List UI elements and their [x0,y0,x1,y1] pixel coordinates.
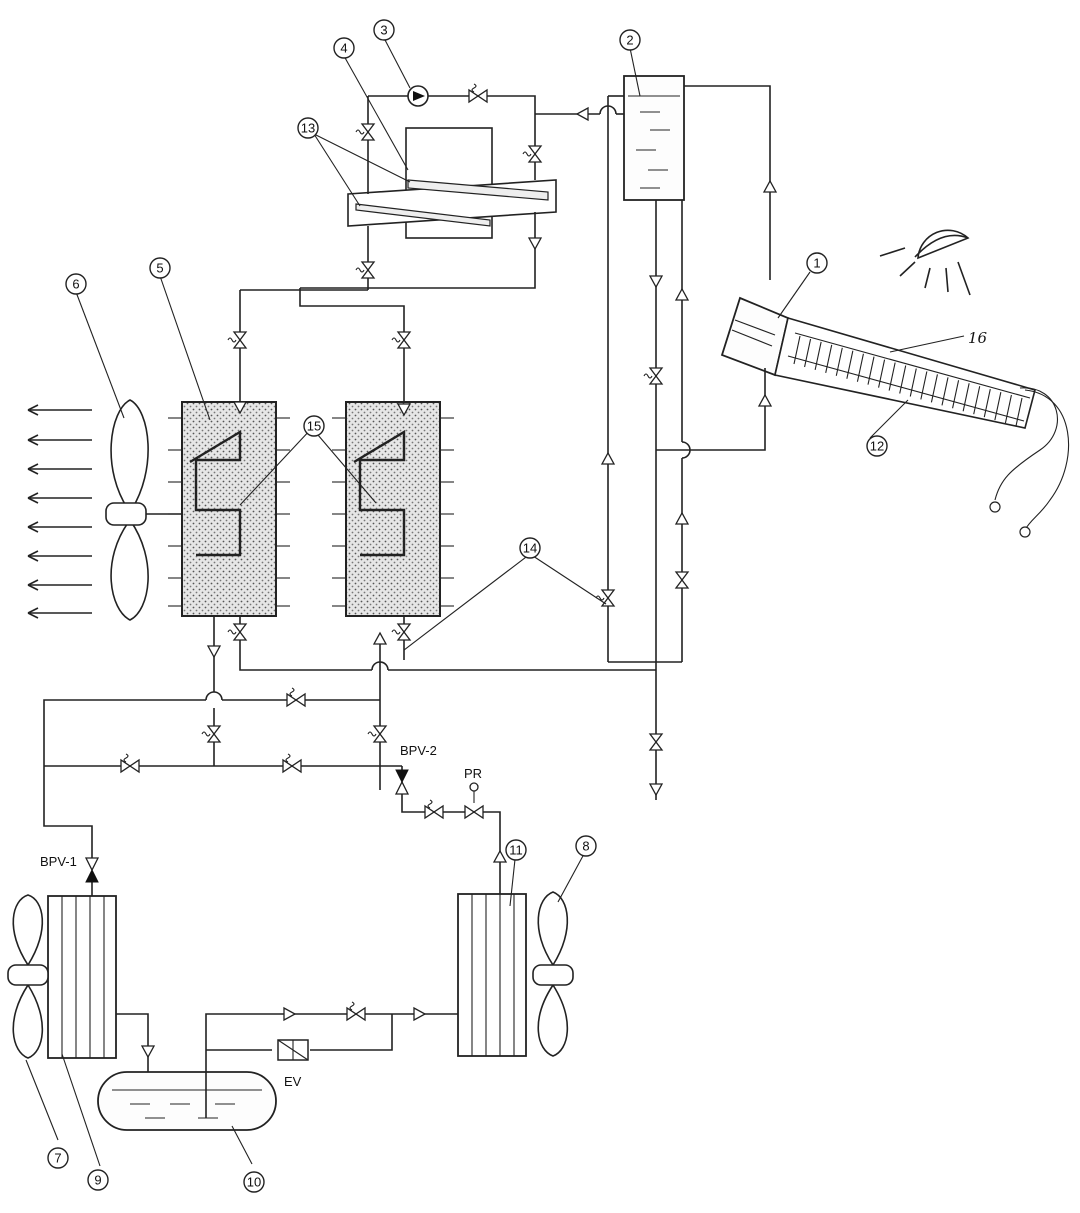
fan-icon [7,894,49,1059]
callout-3: 3 [373,19,395,41]
flow-arrow-icon [413,1006,427,1022]
evaporator-coil [457,893,527,1057]
callout-11: 11 [505,839,527,861]
callout-1: 1 [806,252,828,274]
valve-icon [464,804,484,820]
flow-arrow-icon [762,179,778,193]
callout-leaders [25,37,965,1167]
valve-icon [391,623,412,641]
callout-14: 14 [519,537,541,559]
valve-icon [391,331,412,349]
heat-exchanger-left [168,401,290,617]
flow-arrow-icon [674,287,690,301]
drying-chamber [347,127,557,239]
valve-icon [643,367,664,385]
pump-icon [407,85,429,107]
pr-label: PR [464,766,482,781]
pressure-regulator [469,782,479,803]
receiver-tank [97,1071,277,1131]
heat-exchanger-right [332,401,454,617]
valve-icon [595,589,616,607]
bpv-1-valve [84,857,100,883]
air-flow-arrows [27,404,92,619]
bpv-1-label: BPV-1 [40,854,77,869]
expansion-valve [277,1039,309,1061]
valve-icon [367,725,388,743]
flow-arrow-icon [648,275,664,289]
callout-4: 4 [333,37,355,59]
callout-6: 6 [65,273,87,295]
valve-icon [468,83,488,104]
valve-icon [522,145,543,163]
fan-icon [105,399,182,621]
valve-icon [355,123,376,141]
valve-icon [227,331,248,349]
valve-icon [674,571,690,589]
svg-text:1: 1 [813,256,820,271]
flow-arrow-icon [140,1045,156,1059]
svg-text:3: 3 [380,23,387,38]
flow-arrow-icon [492,849,508,863]
callout-12: 12 [866,435,888,457]
sun-icon [879,229,971,296]
flow-arrow-icon [372,631,388,645]
flow-arrow-icon [674,511,690,525]
flow-arrow-icon [757,393,773,407]
valve-icon [227,623,248,641]
callout-16: 16 [968,329,988,347]
bpv-2-valve [394,769,410,795]
callout-8: 8 [575,835,597,857]
valve-icon [286,687,306,708]
callout-5: 5 [149,257,171,279]
bpv-2-label: BPV-2 [400,743,437,758]
flow-arrow-icon [232,401,248,415]
valve-icon [648,733,664,751]
ev-label: EV [284,1074,302,1089]
callout-7: 7 [47,1147,69,1169]
svg-text:4: 4 [340,41,347,56]
svg-text:13: 13 [301,121,315,136]
svg-text:10: 10 [247,1175,261,1190]
flow-arrow-icon [396,403,412,417]
flow-arrows [140,106,778,1059]
valve-icon [120,753,140,774]
flow-arrow-icon [648,783,664,797]
svg-text:9: 9 [94,1173,101,1188]
storage-tank [623,75,685,201]
valve-icon [120,83,690,1022]
callout-13: 13 [297,117,319,139]
svg-text:11: 11 [509,843,523,858]
valve-icon [355,261,376,279]
flow-arrow-icon [600,451,616,465]
condenser-coil [47,895,117,1059]
svg-text:2: 2 [626,33,633,48]
svg-text:7: 7 [54,1151,61,1166]
fan-icon [532,891,574,1057]
callout-2: 2 [619,29,641,51]
valve-icon [201,725,222,743]
valve-icon [282,753,302,774]
svg-text:15: 15 [307,419,321,434]
svg-text:6: 6 [72,277,79,292]
flow-arrow-icon [206,645,222,659]
flow-arrow-icon [527,237,543,251]
svg-text:14: 14 [523,541,537,556]
flow-arrow-icon [575,106,589,122]
callout-9: 9 [87,1169,109,1191]
svg-text:8: 8 [582,839,589,854]
callout-10: 10 [243,1171,265,1193]
solar-collector [720,296,1070,538]
valve-icon [346,1001,366,1022]
callout-15: 15 [303,415,325,437]
svg-text:12: 12 [870,439,884,454]
svg-text:5: 5 [156,261,163,276]
valve-icon [424,799,444,820]
flow-arrow-icon [283,1006,297,1022]
